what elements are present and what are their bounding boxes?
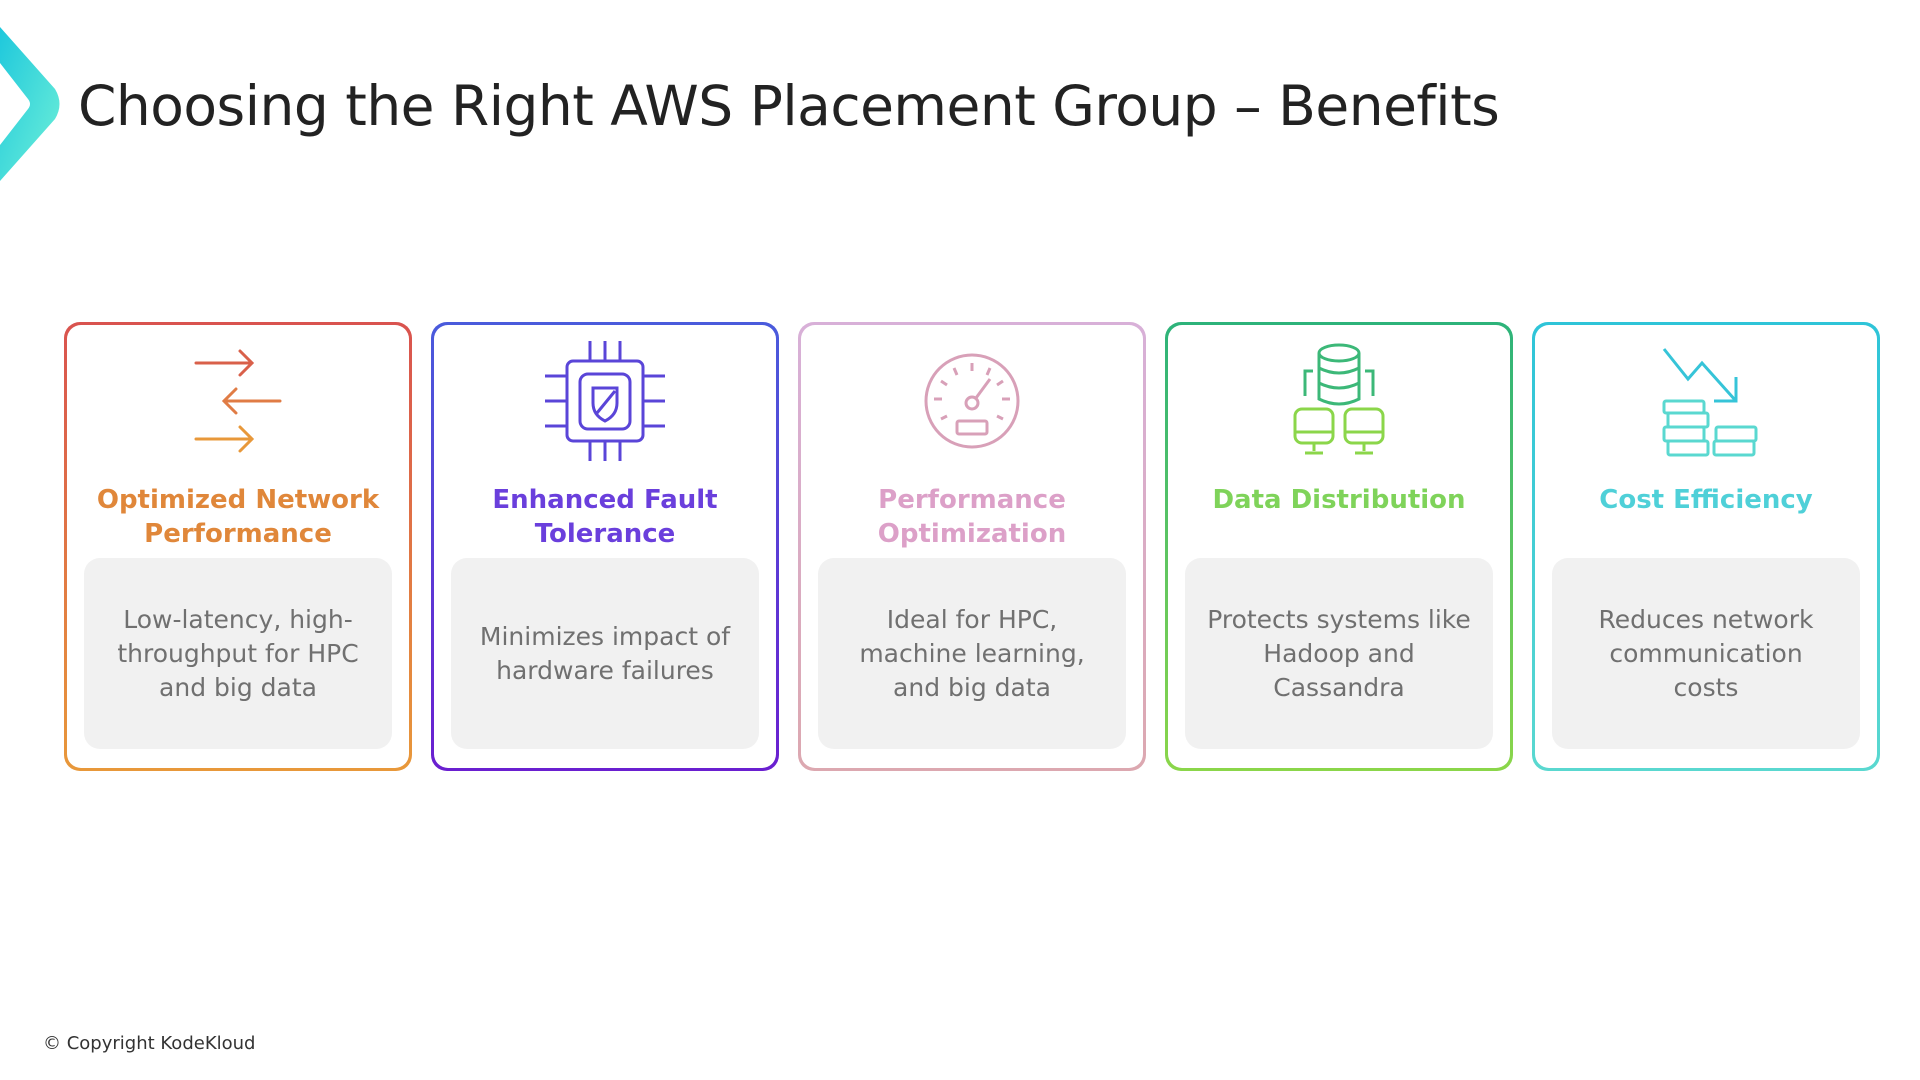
description-box: Ideal for HPC, machine learning, and big… [818, 558, 1126, 749]
card-title: Optimized Network Performance [96, 485, 380, 549]
description-box: Low-latency, high-throughput for HPC and… [84, 558, 392, 749]
card-optimized-network-performance: Optimized Network Performance Low-latenc… [64, 322, 412, 771]
chip-shield-icon [545, 341, 665, 461]
speedometer-icon [924, 353, 1020, 449]
kodekloud-logo-chevron-icon [0, 27, 60, 181]
card-description: Ideal for HPC, machine learning, and big… [859, 604, 1085, 702]
coins-trend-down-icon [1662, 348, 1758, 457]
exchange-arrows-icon [194, 349, 282, 453]
description-box: Minimizes impact of hardware failures [451, 558, 759, 749]
card-performance-optimization: Performance Optimization Ideal for HPC, … [798, 322, 1146, 771]
card-description: Minimizes impact of hardware failures [479, 621, 731, 685]
database-network-icon [1293, 343, 1385, 455]
copyright-notice: © Copyright KodeKloud [43, 1033, 256, 1054]
card-title: Performance Optimization [877, 485, 1067, 549]
card-description: Protects systems like Hadoop and Cassand… [1207, 604, 1471, 702]
benefit-cards: Optimized Network Performance Low-latenc… [64, 322, 1880, 771]
card-cost-efficiency: Cost Efficiency Reduces network communic… [1532, 322, 1880, 771]
page-title: Choosing the Right AWS Placement Group –… [78, 74, 1500, 138]
card-description: Low-latency, high-throughput for HPC and… [117, 604, 359, 702]
description-box: Protects systems like Hadoop and Cassand… [1185, 558, 1493, 749]
card-title: Data Distribution [1212, 485, 1466, 515]
card-enhanced-fault-tolerance: Enhanced Fault Tolerance Minimizes impac… [431, 322, 779, 771]
card-data-distribution: Data Distribution Protects systems like … [1165, 322, 1513, 771]
card-title: Cost Efficiency [1599, 485, 1813, 515]
description-box: Reduces network communication costs [1552, 558, 1860, 749]
card-description: Reduces network communication costs [1598, 604, 1814, 702]
card-title: Enhanced Fault Tolerance [492, 485, 718, 549]
